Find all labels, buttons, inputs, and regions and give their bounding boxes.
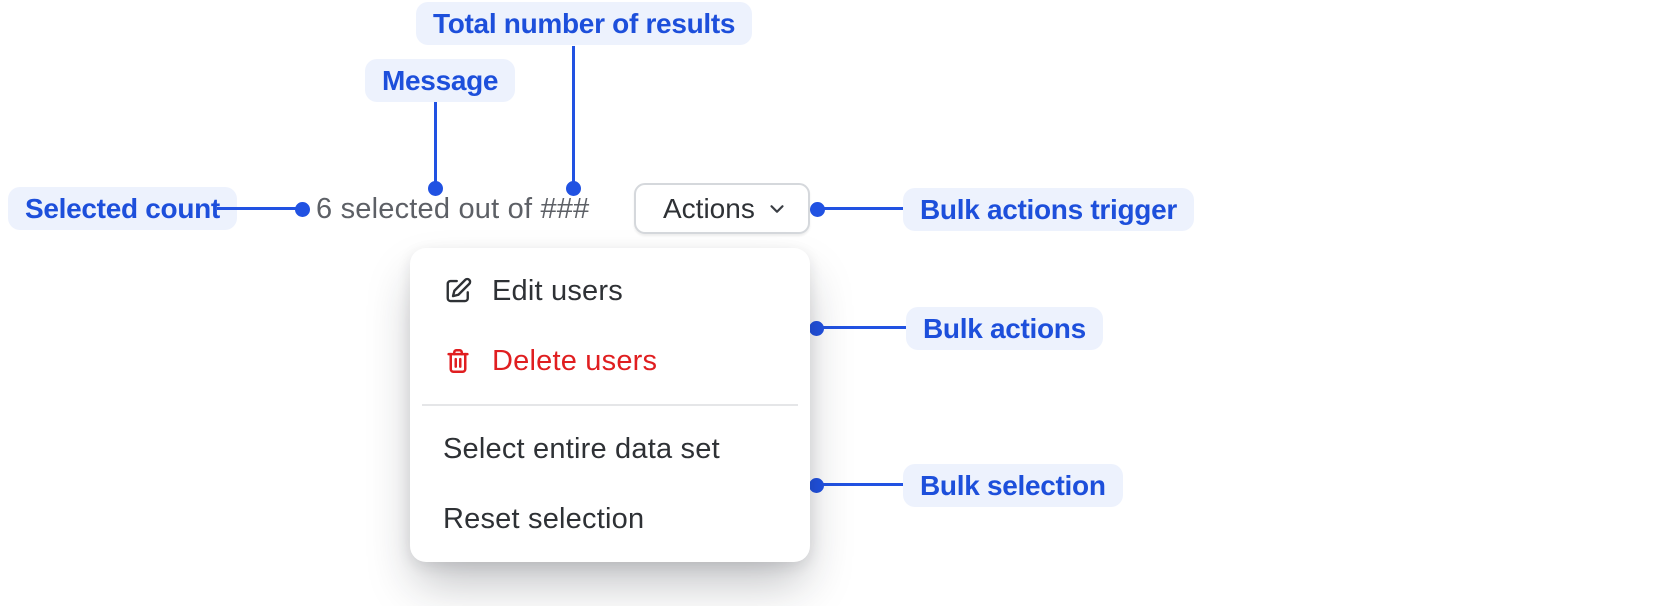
menu-item-edit-users[interactable]: Edit users xyxy=(410,256,810,326)
menu-item-reset-selection[interactable]: Reset selection xyxy=(410,484,810,554)
connector-dot-bulk-selection xyxy=(809,478,824,493)
trash-icon xyxy=(443,346,473,376)
connector-line-selected-count xyxy=(217,207,302,210)
connector-line-bulk-actions xyxy=(823,326,906,329)
annotation-message: Message xyxy=(365,59,516,102)
annotation-selected-count: Selected count xyxy=(8,187,237,230)
connector-dot-bulk-actions xyxy=(809,321,824,336)
menu-divider xyxy=(422,404,798,406)
connector-dot-total-results xyxy=(566,181,581,196)
bulk-actions-trigger-button[interactable]: Actions xyxy=(634,183,810,234)
annotation-bulk-actions: Bulk actions xyxy=(906,307,1103,350)
connector-dot-bulk-actions-trigger xyxy=(810,202,825,217)
menu-item-label: Edit users xyxy=(492,274,623,307)
selection-message: 6 selected out of ### xyxy=(316,193,590,225)
connector-dot-selected-count xyxy=(295,202,310,217)
connector-line-bulk-selection xyxy=(823,483,903,486)
menu-item-label: Reset selection xyxy=(443,502,645,535)
connector-line-total-results xyxy=(572,46,575,186)
connector-dot-message xyxy=(428,181,443,196)
annotation-bulk-selection: Bulk selection xyxy=(903,464,1123,507)
menu-item-select-entire-data-set[interactable]: Select entire data set xyxy=(410,414,810,484)
annotation-bulk-actions-trigger: Bulk actions trigger xyxy=(903,188,1194,231)
connector-line-bulk-actions-trigger xyxy=(824,207,903,210)
menu-item-label: Delete users xyxy=(492,344,658,377)
annotation-total-results: Total number of results xyxy=(416,2,753,45)
bulk-actions-menu: Edit users Delete users Select entire da… xyxy=(410,248,810,562)
edit-icon xyxy=(443,276,473,306)
chevron-down-icon xyxy=(766,198,788,220)
menu-item-delete-users[interactable]: Delete users xyxy=(410,326,810,396)
menu-item-label: Select entire data set xyxy=(443,432,720,465)
connector-line-message xyxy=(434,102,437,186)
actions-button-label: Actions xyxy=(663,192,755,224)
